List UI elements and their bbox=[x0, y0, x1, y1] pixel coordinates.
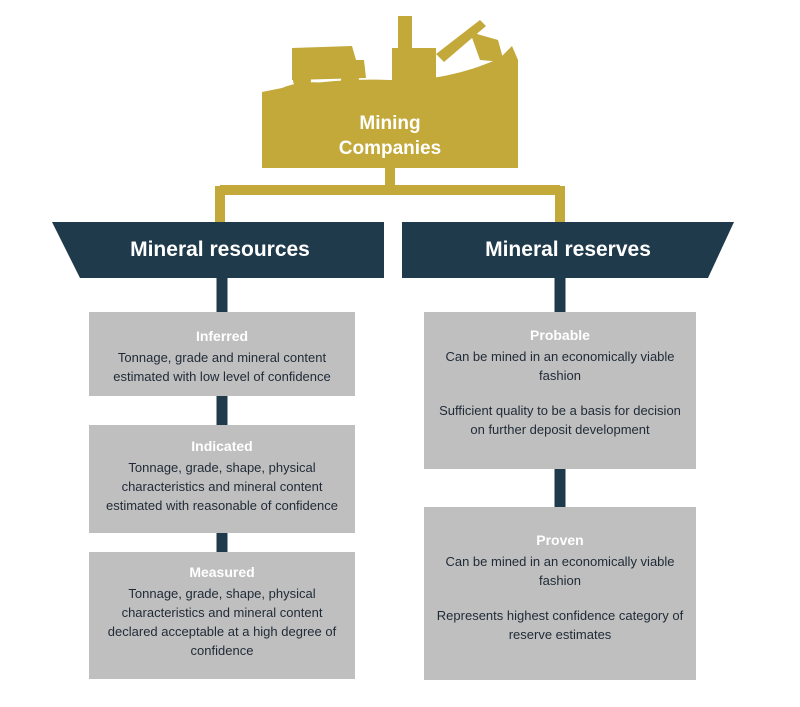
measured-title: Measured bbox=[189, 564, 255, 580]
indicated-description: Tonnage, grade, shape, physical characte… bbox=[106, 460, 338, 513]
mining-companies-title: Mining Companies bbox=[262, 104, 518, 168]
inferred-box: Inferred Tonnage, grade and mineral cont… bbox=[89, 312, 355, 396]
mineral-resources-header-shape bbox=[52, 222, 384, 278]
probable-box: Probable Can be mined in an economically… bbox=[424, 312, 696, 469]
gold-connectors bbox=[215, 166, 565, 224]
probable-description-2: Sufficient quality to be a basis for dec… bbox=[439, 403, 681, 437]
excavator-icon bbox=[386, 16, 504, 90]
measured-box: Measured Tonnage, grade, shape, physical… bbox=[89, 552, 355, 679]
inferred-title: Inferred bbox=[195, 328, 249, 344]
ground-mound bbox=[278, 82, 350, 100]
mineral-resources-heading: Mineral resources bbox=[130, 238, 310, 261]
mining-companies-banner bbox=[262, 46, 518, 168]
proven-description-2: Represents highest confidence category o… bbox=[436, 608, 684, 642]
indicated-title: Indicated bbox=[191, 438, 253, 454]
measured-description: Tonnage, grade, shape, physical characte… bbox=[107, 586, 337, 658]
probable-title: Probable bbox=[530, 327, 590, 343]
title-line-1: Mining bbox=[359, 113, 421, 134]
title-line-2: Companies bbox=[338, 138, 442, 159]
proven-box: Proven Can be mined in an economically v… bbox=[424, 507, 696, 680]
mining-illustration bbox=[262, 16, 518, 168]
mineral-reserves-heading: Mineral reserves bbox=[485, 238, 651, 261]
probable-description-1: Can be mined in an economically viable f… bbox=[445, 349, 675, 383]
indicated-box: Indicated Tonnage, grade, shape, physica… bbox=[89, 425, 355, 533]
proven-description-1: Can be mined in an economically viable f… bbox=[445, 554, 675, 588]
proven-title: Proven bbox=[536, 532, 584, 548]
mineral-reserves-header-shape bbox=[402, 222, 734, 278]
inferred-description: Tonnage, grade and mineral content estim… bbox=[113, 350, 331, 384]
